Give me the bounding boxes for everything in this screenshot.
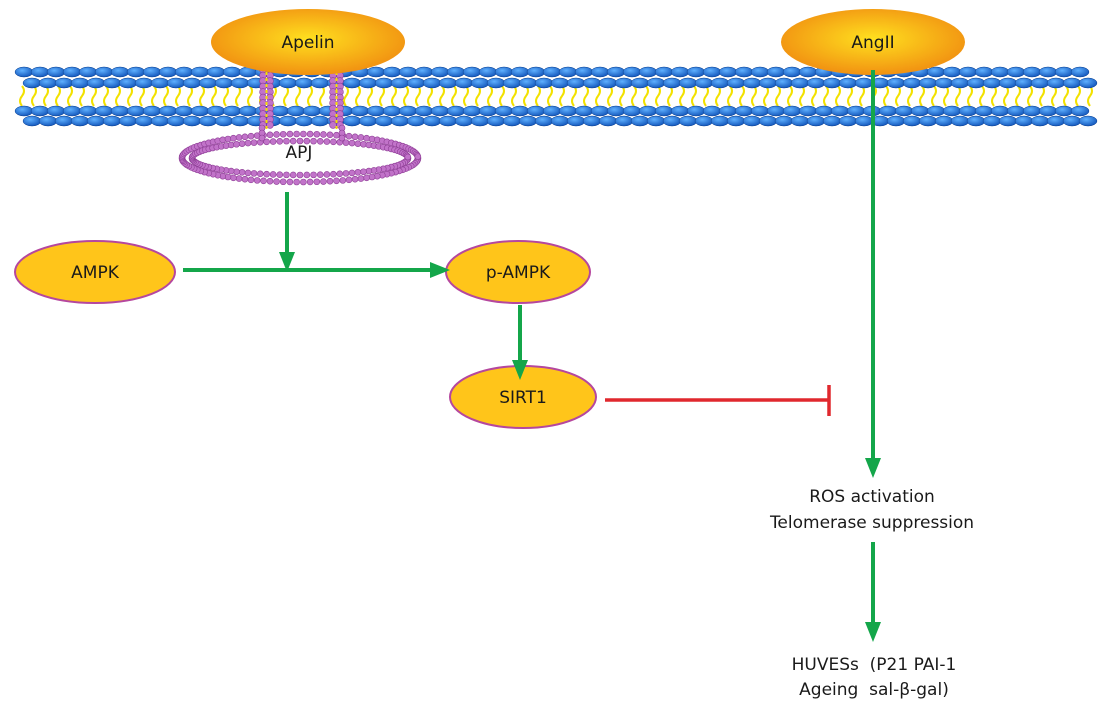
apelin-ligand: Apelin xyxy=(211,9,405,75)
membrane-head-row xyxy=(22,115,1098,127)
ampk-label: AMPK xyxy=(71,263,120,283)
membrane-head-row xyxy=(14,105,1090,117)
apj-label: APJ xyxy=(286,143,313,163)
membrane-head-row xyxy=(14,66,1090,78)
membrane-head-row xyxy=(22,77,1098,89)
ageing-text: Ageing sal-β-gal) xyxy=(799,680,949,700)
membrane-tails xyxy=(19,85,1093,107)
angii-label: AngII xyxy=(851,33,894,53)
angii-ligand: AngII xyxy=(781,9,965,75)
sirt1-inhibition xyxy=(605,385,831,416)
ampk-node: AMPK xyxy=(14,240,176,304)
p-ampk-node: p-AMPK xyxy=(445,240,591,304)
sirt1-node: SIRT1 xyxy=(449,365,597,429)
apelin-label: Apelin xyxy=(281,33,334,53)
telomerase-suppression-text: Telomerase suppression xyxy=(769,513,974,533)
cell-membrane xyxy=(14,66,1098,127)
huvecs-text: HUVESs (P21 PAI-1 xyxy=(792,655,957,675)
p-ampk-label: p-AMPK xyxy=(486,263,551,283)
sirt1-label: SIRT1 xyxy=(499,388,547,408)
ros-activation-text: ROS activation xyxy=(809,487,935,507)
